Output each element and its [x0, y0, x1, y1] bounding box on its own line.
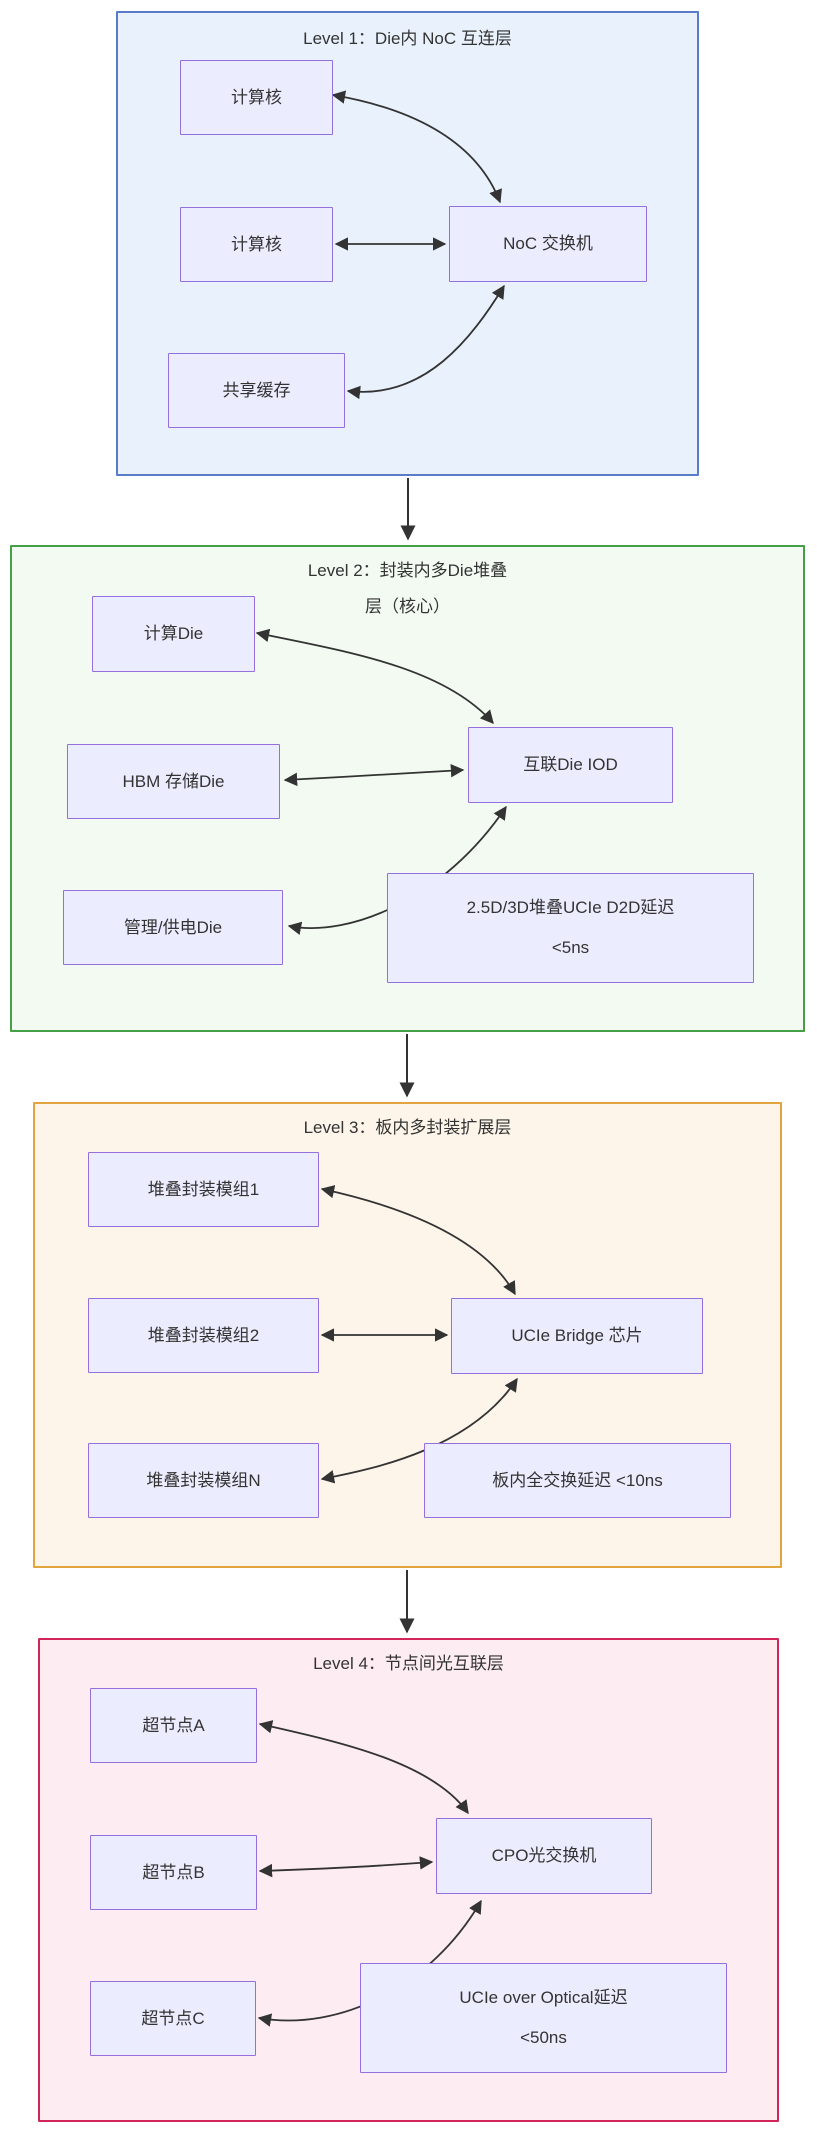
node-ucie-bridge-label: UCIe Bridge 芯片	[511, 1326, 643, 1346]
cluster-level-3-title: Level 3：板内多封装扩展层	[303, 1118, 512, 1137]
node-supernode-c-label: 超节点C	[141, 2008, 205, 2028]
note-board-latency-label: 板内全交换延迟 <10ns	[492, 1470, 663, 1490]
cluster-level-2-title-line2: 层（核心）	[365, 597, 450, 616]
node-stack-module-1: 堆叠封装模组1	[88, 1152, 319, 1227]
node-stack-module-n: 堆叠封装模组N	[88, 1443, 319, 1518]
node-supernode-b-label: 超节点B	[142, 1862, 205, 1882]
node-hbm-die: HBM 存储Die	[67, 744, 280, 819]
node-mgmt-power-die: 管理/供电Die	[63, 890, 283, 965]
node-supernode-c: 超节点C	[90, 1981, 256, 2056]
node-stack-module-2: 堆叠封装模组2	[88, 1298, 319, 1373]
node-compute-die: 计算Die	[92, 596, 255, 672]
node-compute-core-2: 计算核	[180, 207, 333, 282]
node-cpo-switch: CPO光交换机	[436, 1818, 652, 1894]
node-interconnect-iod: 互联Die IOD	[468, 727, 673, 803]
note-d2d-latency: 2.5D/3D堆叠UCIe D2D延迟 <5ns	[387, 873, 754, 983]
cluster-level-1-title: Level 1：Die内 NoC 互连层	[303, 29, 512, 48]
node-stack-module-2-label: 堆叠封装模组2	[147, 1325, 260, 1345]
note-d2d-latency-line1: 2.5D/3D堆叠UCIe D2D延迟	[466, 898, 675, 918]
node-shared-cache-label: 共享缓存	[222, 380, 291, 400]
note-board-latency: 板内全交换延迟 <10ns	[424, 1443, 731, 1518]
note-d2d-latency-line2: <5ns	[551, 938, 590, 957]
node-noc-switch-label: NoC 交换机	[503, 234, 593, 254]
node-supernode-a-label: 超节点A	[142, 1715, 205, 1735]
note-optical-latency-line1: UCIe over Optical延迟	[459, 1988, 628, 2008]
node-mgmt-power-die-label: 管理/供电Die	[123, 917, 223, 937]
node-compute-core-1-label: 计算核	[231, 87, 282, 107]
note-optical-latency-line2: <50ns	[520, 2028, 567, 2047]
node-interconnect-iod-label: 互联Die IOD	[523, 755, 618, 775]
cluster-level-4-title: Level 4：节点间光互联层	[313, 1654, 504, 1673]
node-cpo-switch-label: CPO光交换机	[491, 1846, 597, 1866]
node-ucie-bridge: UCIe Bridge 芯片	[451, 1298, 703, 1374]
node-compute-core-1: 计算核	[180, 60, 333, 135]
node-noc-switch: NoC 交换机	[449, 206, 647, 282]
cluster-level-2-title: Level 2：封装内多Die堆叠	[307, 561, 508, 580]
node-supernode-b: 超节点B	[90, 1835, 257, 1910]
node-hbm-die-label: HBM 存储Die	[122, 771, 225, 791]
node-shared-cache: 共享缓存	[168, 353, 345, 428]
note-optical-latency: UCIe over Optical延迟 <50ns	[360, 1963, 727, 2073]
node-supernode-a: 超节点A	[90, 1688, 257, 1763]
node-compute-die-label: 计算Die	[143, 624, 204, 644]
node-stack-module-n-label: 堆叠封装模组N	[146, 1470, 261, 1490]
node-compute-core-2-label: 计算核	[231, 234, 282, 254]
node-stack-module-1-label: 堆叠封装模组1	[147, 1179, 260, 1199]
